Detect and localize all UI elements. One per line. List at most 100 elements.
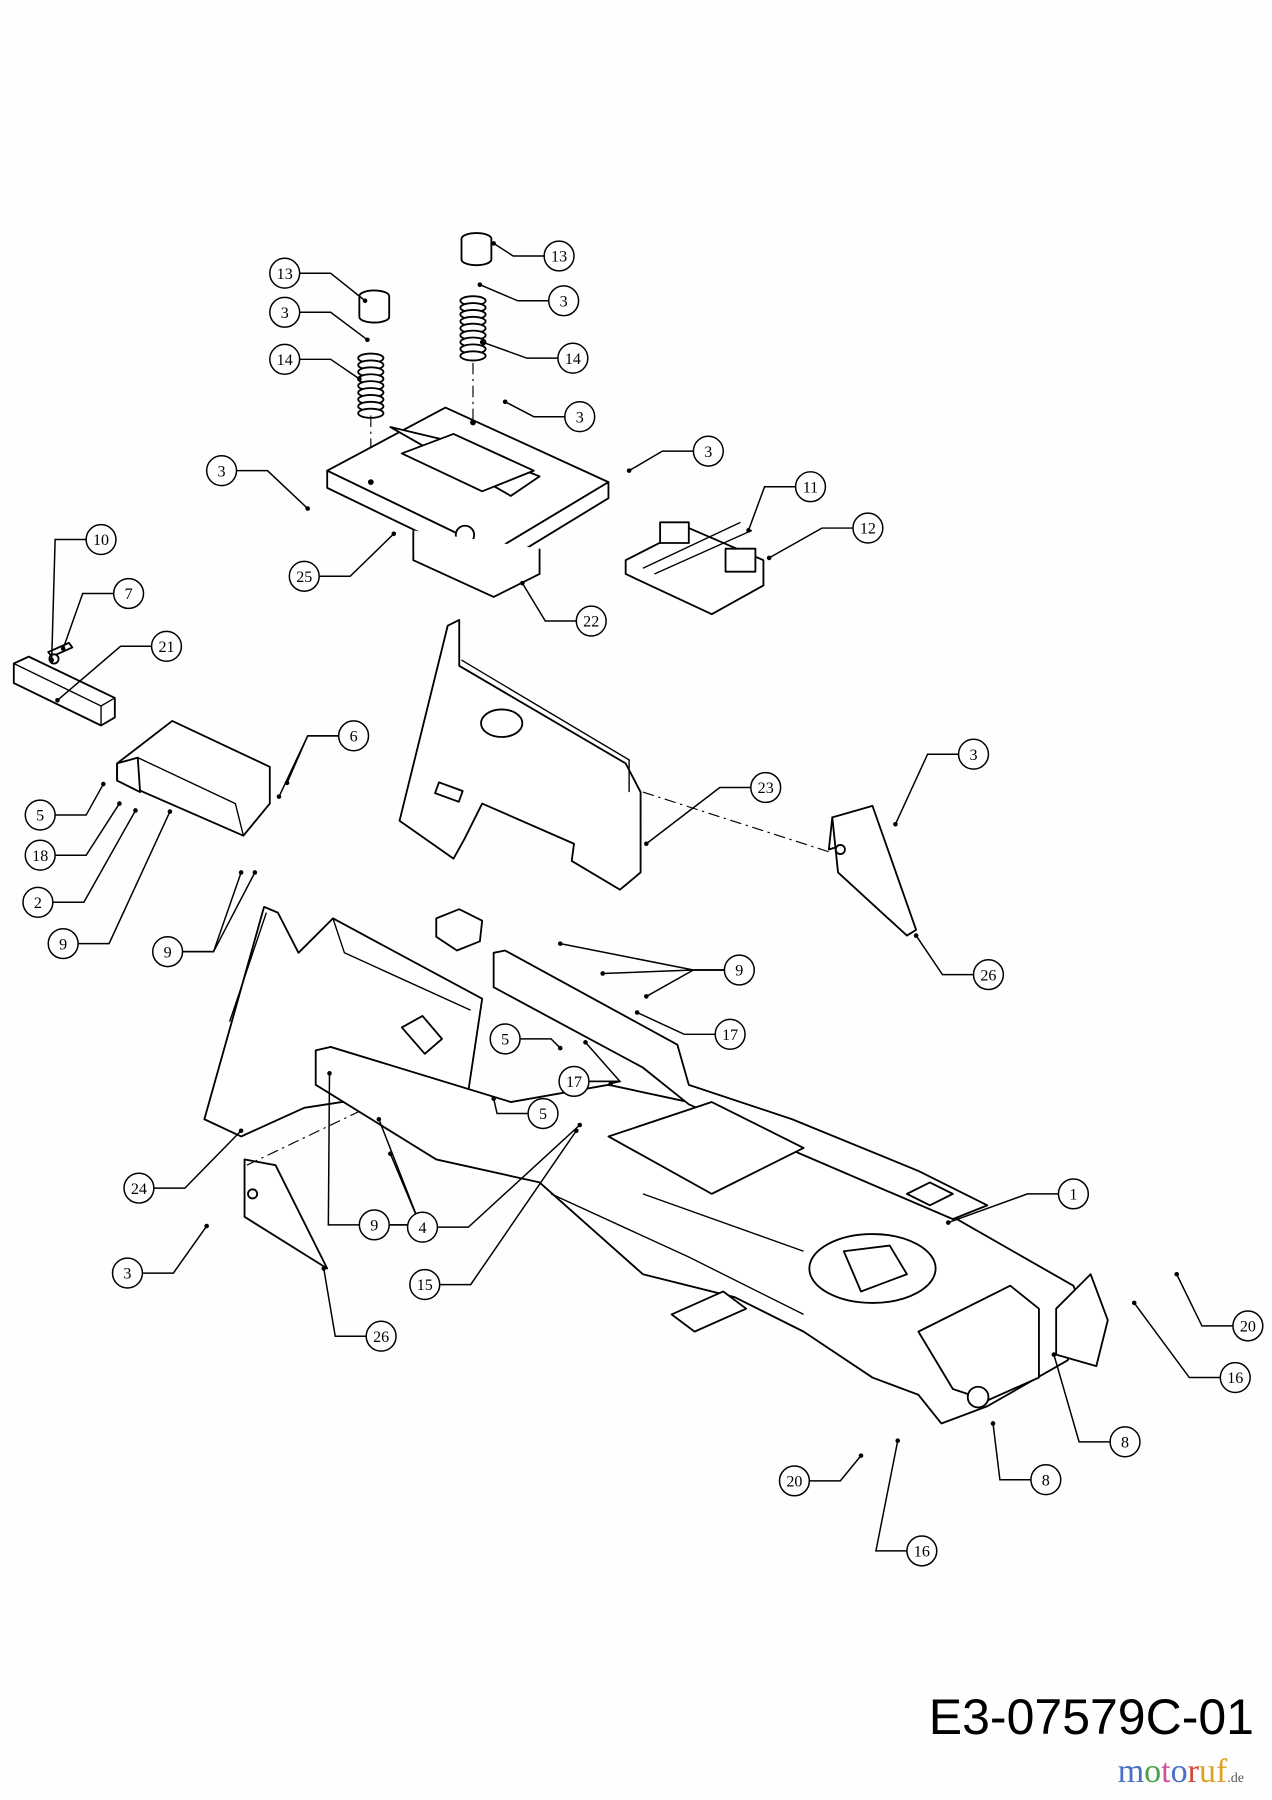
callout-label: 3: [969, 747, 977, 764]
spring-14-right: [459, 295, 487, 362]
arrowhead: [238, 1128, 244, 1134]
callout-label: 3: [576, 409, 584, 426]
callout-bubble: [269, 296, 301, 328]
callout-label: 11: [803, 479, 818, 496]
arrowhead: [167, 809, 173, 814]
callout-bubble: [692, 435, 724, 467]
callout-bubble: [205, 454, 238, 487]
callout-4: 4: [406, 1122, 583, 1243]
leader-line: [142, 1225, 208, 1274]
leader-line: [504, 401, 565, 418]
callout-5: 5: [24, 781, 106, 831]
arrowhead: [858, 1453, 864, 1458]
callout-bubble: [794, 471, 827, 503]
leader-line: [479, 284, 549, 302]
callout-3: 3: [477, 282, 580, 317]
seat-switch-harness-11-12: [624, 521, 765, 616]
arrowhead: [55, 697, 60, 703]
watermark-logo: motoruf.de: [1117, 1753, 1244, 1790]
callout-12: 12: [766, 512, 884, 561]
callout-9: 9: [151, 870, 258, 968]
leader-line: [182, 872, 242, 953]
callout-bubble: [406, 1211, 439, 1243]
callout-label: 15: [417, 1277, 433, 1294]
callout-9: 9: [327, 1071, 422, 1241]
leader-line: [560, 942, 725, 971]
seat-pan-25: [326, 406, 610, 598]
arrowhead: [945, 1220, 951, 1225]
side-plate-26-right: [827, 804, 918, 937]
arrowhead: [376, 1116, 382, 1122]
arrowhead: [479, 339, 485, 345]
callout-16: 16: [875, 1438, 938, 1567]
pin-7-clip-10: [47, 641, 74, 665]
callout-bubble: [85, 523, 117, 556]
arrowhead: [644, 841, 649, 847]
callout-26: 26: [913, 933, 1005, 991]
leader-line: [327, 1073, 360, 1226]
arrowhead: [583, 1040, 588, 1045]
callout-bubble: [548, 285, 580, 317]
leader-line: [747, 485, 796, 531]
arrowhead: [365, 337, 370, 343]
callout-label: 18: [32, 848, 48, 865]
callout-label: 13: [277, 266, 293, 283]
callout-3: 3: [893, 738, 990, 827]
arrowhead: [305, 506, 310, 511]
callout-bubble: [543, 240, 575, 272]
callout-label: 3: [704, 444, 712, 461]
callout-2: 2: [22, 808, 138, 918]
arrowhead: [133, 808, 138, 813]
leader-line: [521, 582, 577, 622]
arrowhead: [252, 870, 258, 875]
callout-label: 24: [131, 1181, 147, 1198]
callout-bubble: [123, 1172, 155, 1204]
leader-line: [636, 1011, 716, 1036]
bumper-13-left: [358, 289, 391, 324]
callout-6: 6: [276, 720, 370, 799]
callout-bubble: [151, 935, 184, 968]
arrowhead: [491, 1096, 496, 1101]
callout-bubble: [723, 954, 755, 986]
callout-23: 23: [644, 771, 782, 847]
callout-label: 1: [1069, 1187, 1077, 1204]
callout-bubble: [47, 927, 79, 960]
callout-bubble: [1219, 1361, 1251, 1394]
callout-22: 22: [520, 580, 607, 637]
callout-label: 16: [914, 1544, 930, 1561]
leader-line: [894, 753, 959, 825]
callout-3: 3: [111, 1223, 209, 1289]
callout-3: 3: [205, 454, 310, 511]
callout-7: 7: [60, 577, 145, 651]
callout-bubble: [1030, 1464, 1062, 1496]
callout-label: 6: [350, 728, 358, 745]
arrowhead: [101, 781, 106, 787]
callout-bubble: [558, 1065, 590, 1098]
side-plate-26-left: [243, 1158, 329, 1270]
callout-3: 3: [502, 399, 596, 433]
leader-line: [768, 527, 853, 559]
arrowhead: [391, 531, 397, 537]
arrowhead: [766, 555, 772, 561]
callout-1: 1: [945, 1178, 1090, 1225]
callout-bubble: [22, 886, 54, 918]
callout-label: 17: [566, 1074, 582, 1091]
callout-label: 9: [59, 936, 67, 953]
callout-9: 9: [47, 809, 173, 960]
leader-line: [78, 811, 171, 945]
leader-line: [493, 242, 545, 257]
leader-line: [299, 272, 366, 302]
leader-line: [278, 735, 339, 798]
callout-20: 20: [778, 1453, 864, 1497]
leader-line: [992, 1423, 1031, 1481]
arrowhead: [477, 282, 483, 287]
callout-label: 9: [735, 963, 743, 980]
callout-15: 15: [409, 1128, 579, 1301]
callout-label: 3: [560, 293, 568, 310]
callout-label: 7: [125, 586, 133, 603]
leader-line: [286, 735, 339, 784]
callout-bubble: [778, 1465, 811, 1497]
callout-label: 10: [93, 532, 109, 549]
